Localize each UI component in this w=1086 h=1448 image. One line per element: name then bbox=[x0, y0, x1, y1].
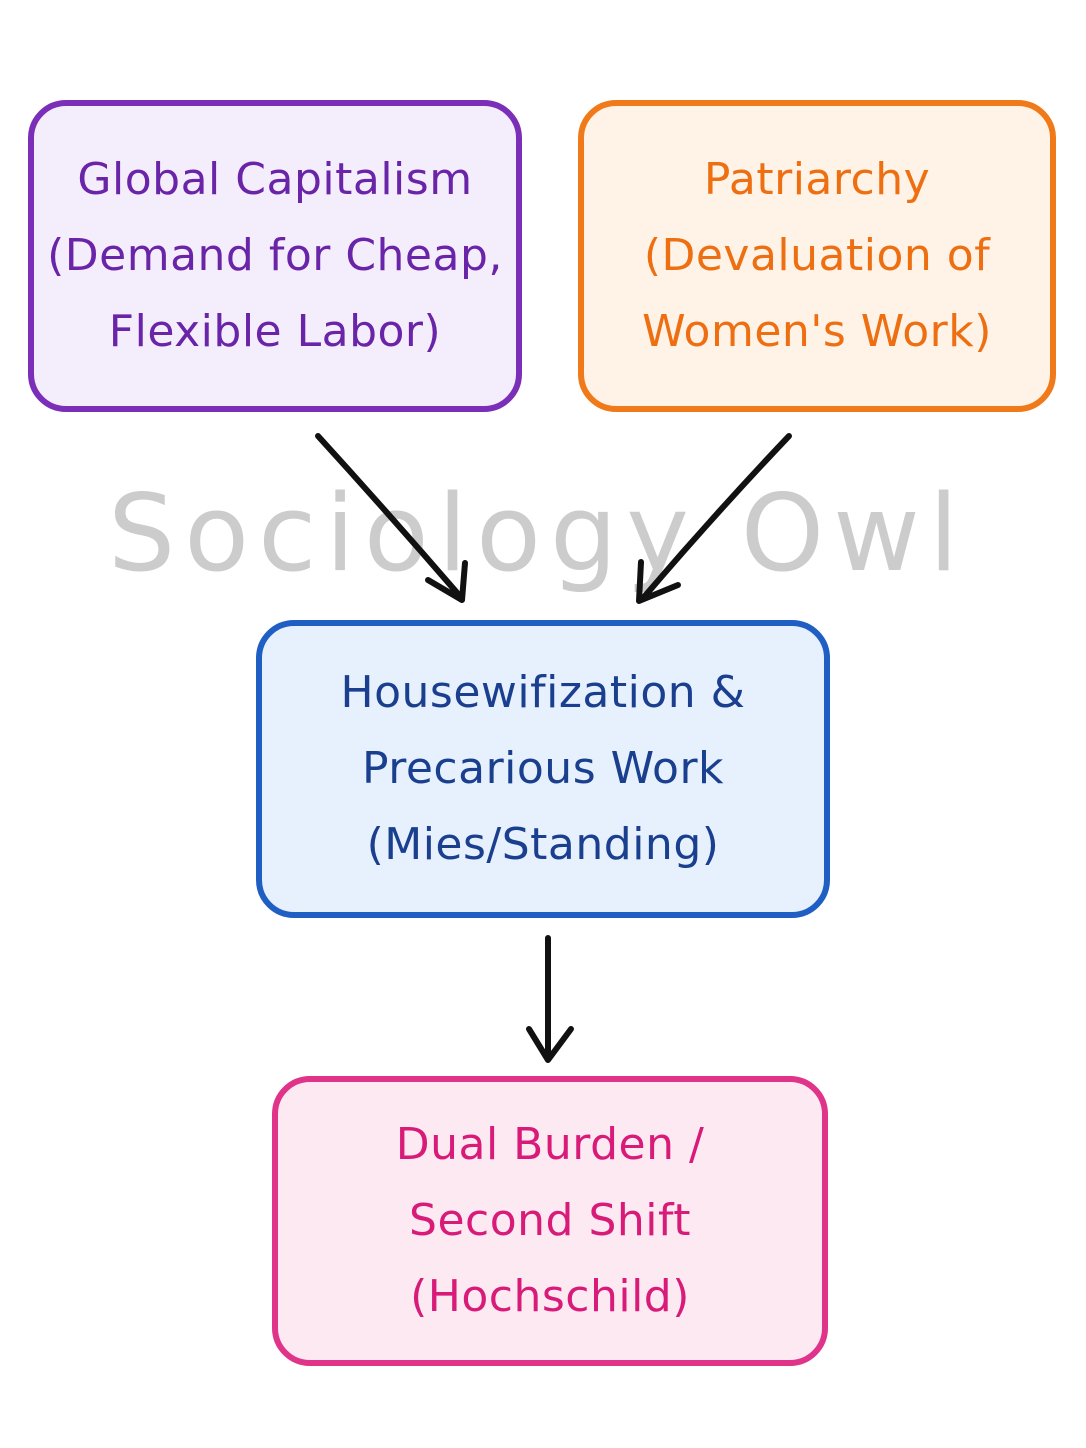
node-title: Housewifization & bbox=[340, 667, 746, 718]
arrow-capitalism-to-housewifization bbox=[315, 433, 468, 603]
node-subtitle-line-2: Flexible Labor) bbox=[108, 306, 442, 357]
node-global-capitalism: Global Capitalism (Demand for Cheap, Fle… bbox=[28, 100, 522, 412]
node-title: Global Capitalism bbox=[77, 154, 473, 205]
node-dual-burden: Dual Burden / Second Shift (Hochschild) bbox=[272, 1076, 828, 1366]
node-title: Dual Burden / bbox=[395, 1119, 705, 1170]
arrow-patriarchy-to-housewifization bbox=[636, 433, 792, 604]
node-subtitle-line-1: Precarious Work bbox=[361, 743, 725, 794]
node-subtitle-line-1: (Demand for Cheap, bbox=[47, 230, 503, 281]
node-subtitle-line-2: (Hochschild) bbox=[410, 1271, 690, 1322]
node-subtitle-line-1: (Devaluation of bbox=[643, 230, 991, 281]
node-housewifization: Housewifization & Precarious Work (Mies/… bbox=[256, 620, 830, 918]
arrow-housewifization-to-dual-burden bbox=[526, 935, 574, 1063]
node-patriarchy: Patriarchy (Devaluation of Women's Work) bbox=[578, 100, 1056, 412]
node-subtitle-line-2: (Mies/Standing) bbox=[366, 819, 720, 870]
node-title: Patriarchy bbox=[703, 154, 931, 205]
watermark-text: Sociology Owl bbox=[108, 472, 968, 595]
node-subtitle-line-2: Women's Work) bbox=[642, 306, 992, 357]
node-subtitle-line-1: Second Shift bbox=[409, 1195, 691, 1246]
